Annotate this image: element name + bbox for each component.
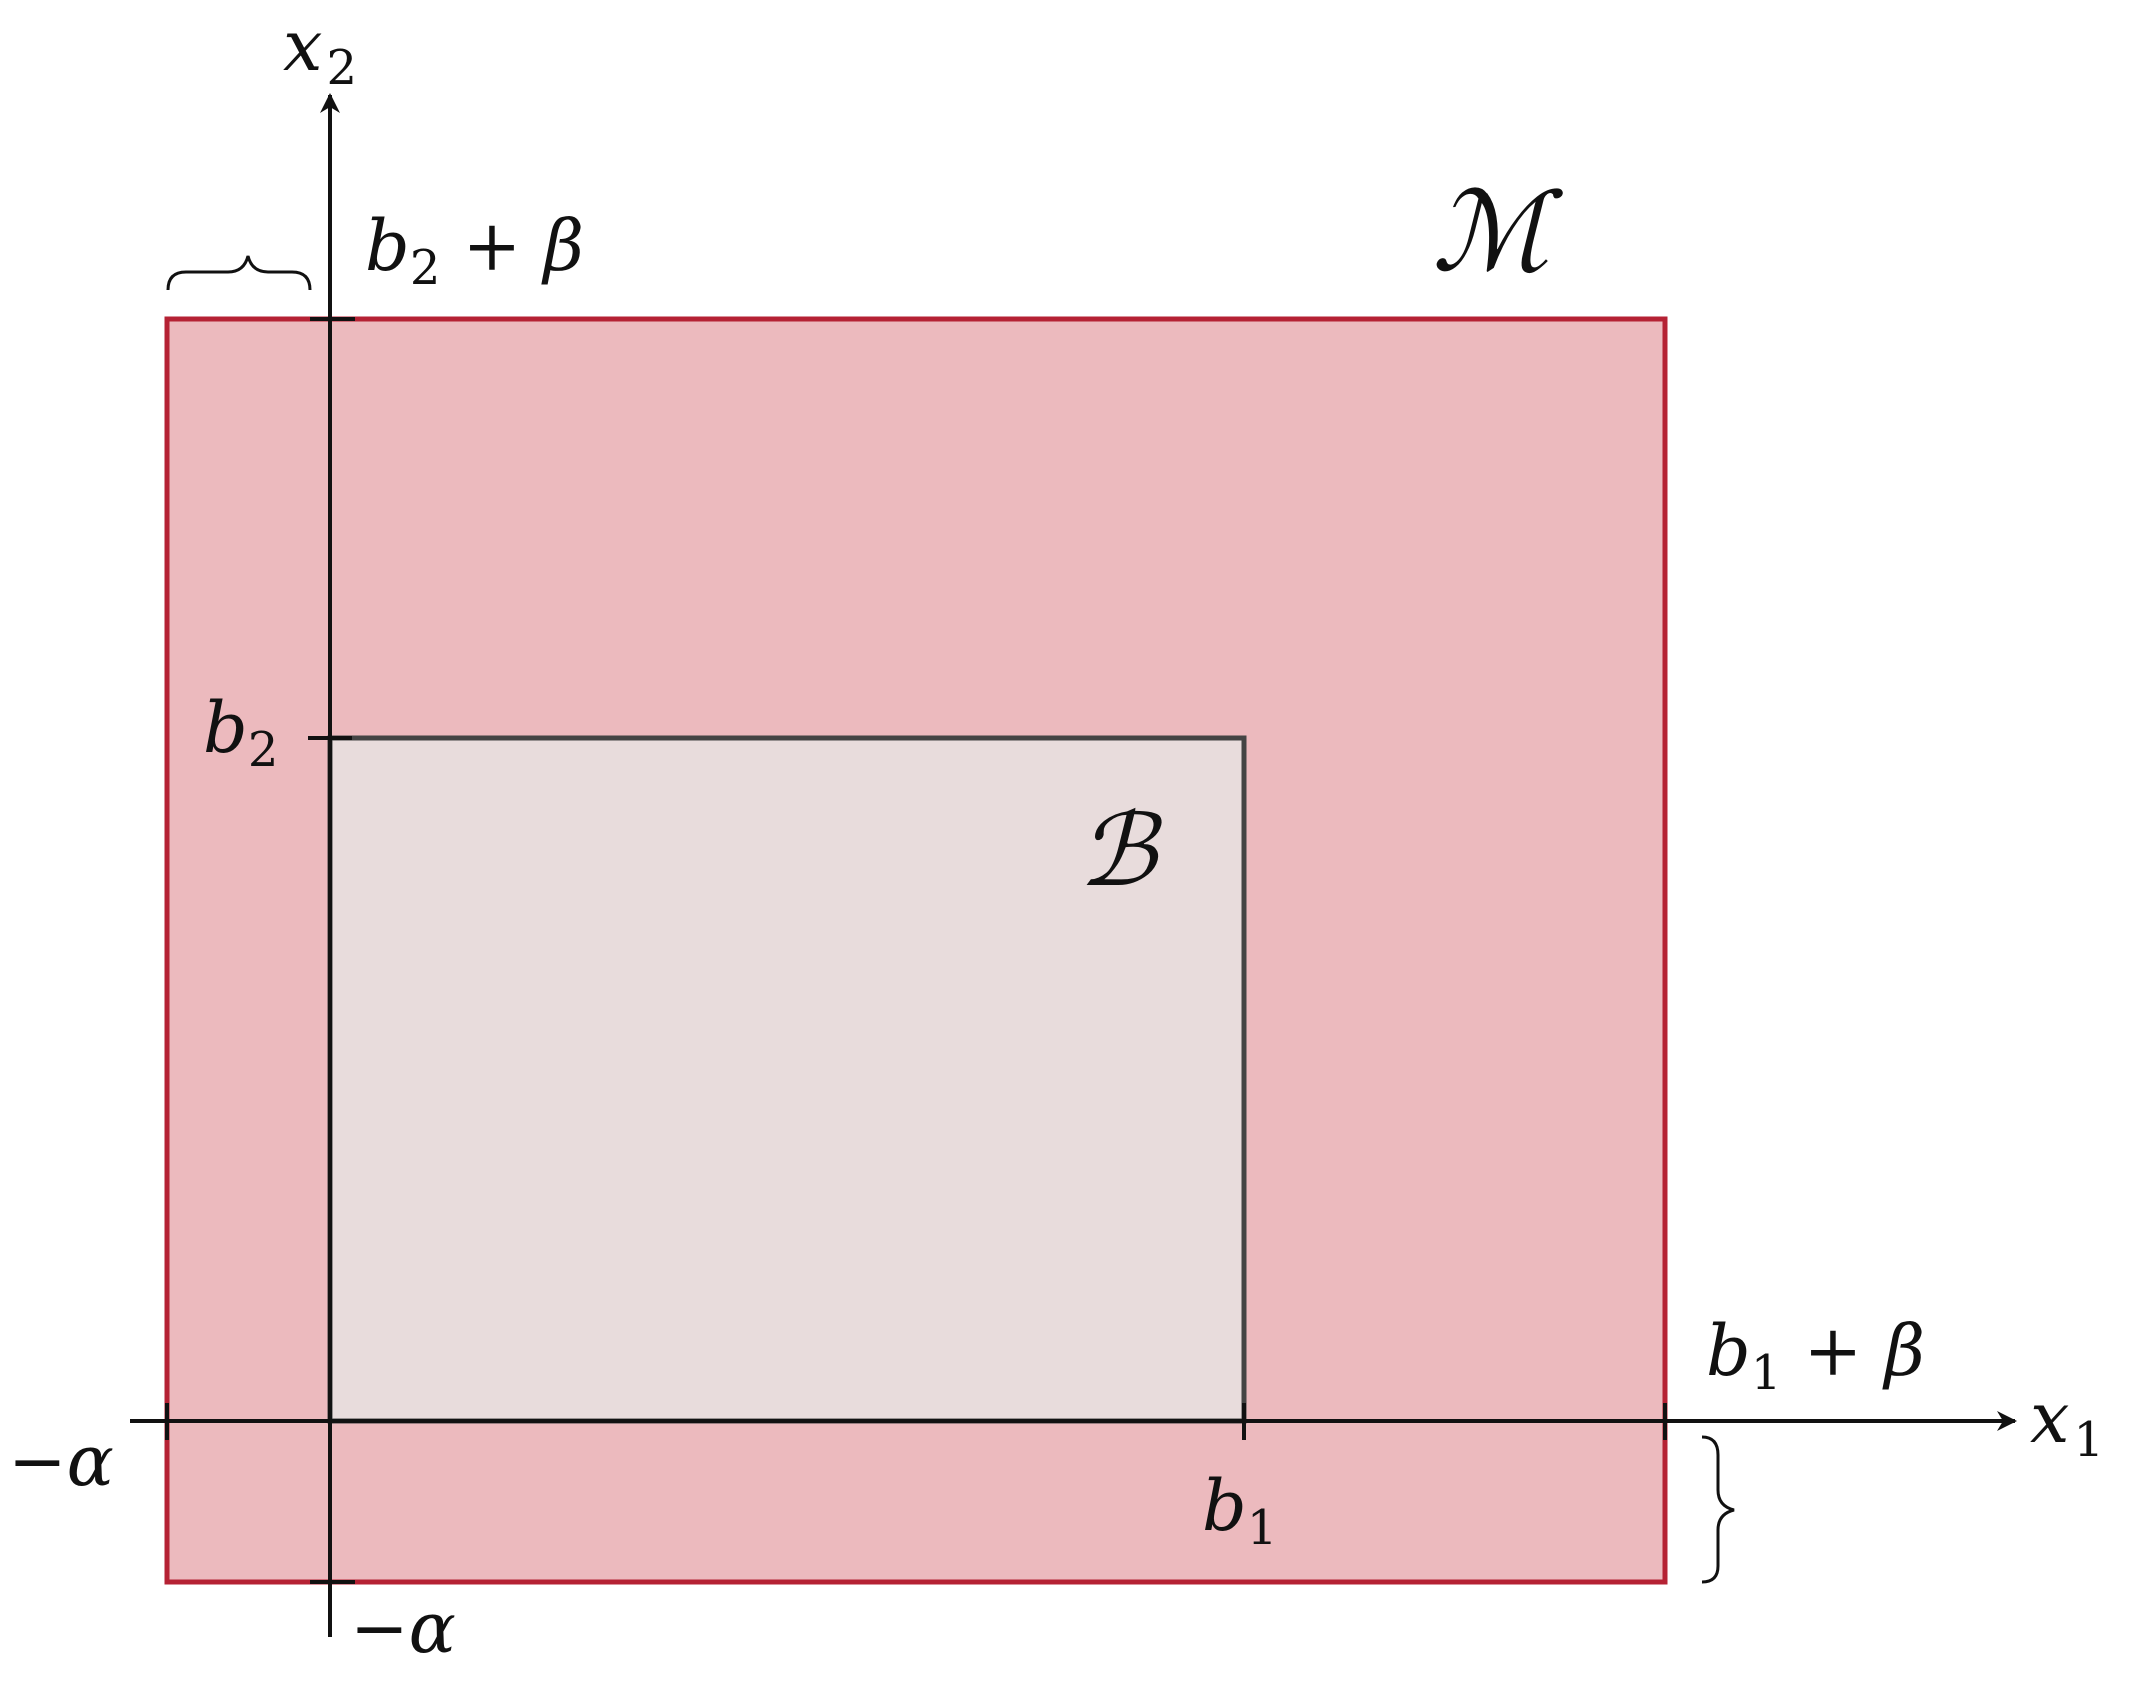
label-b2: b2	[203, 687, 278, 778]
label-b2-plus-beta: b2 + β	[365, 205, 584, 296]
label-neg-alpha-y: −α	[350, 1587, 456, 1669]
label-b1-plus-beta: b1 + β	[1706, 1310, 1925, 1401]
x1-axis-label: x1	[2030, 1377, 2104, 1468]
right-brace	[1701, 1435, 1735, 1584]
region-b-label: ℬ	[1078, 792, 1163, 909]
label-b1: b1	[1202, 1465, 1277, 1556]
region-b-rect	[327, 735, 1247, 1424]
top-brace	[166, 255, 312, 291]
region-m-label: ℳ	[1432, 168, 1564, 296]
label-neg-alpha-x: −α	[8, 1420, 114, 1502]
x2-axis-label: x2	[283, 5, 357, 96]
